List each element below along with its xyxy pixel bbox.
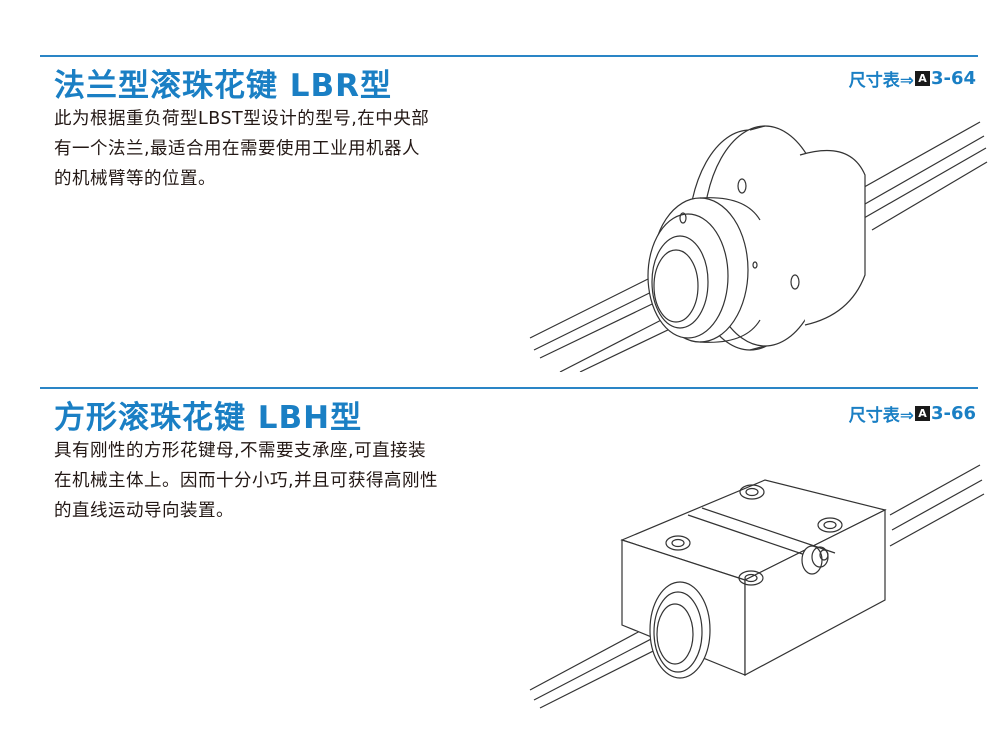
section-title: 法兰型滚珠花键 LBR型 [54, 68, 393, 104]
section-lbr: 法兰型滚珠花键 LBR型 尺寸表⇒ A 3-64 此为根据重负荷型LBST型设计… [40, 55, 988, 372]
desc-line: 在机械主体上。因而十分小巧,并且可获得高刚性 [54, 471, 439, 491]
desc-line: 此为根据重负荷型LBST型设计的型号,在中央部 [54, 109, 430, 129]
dimension-table-link[interactable]: 尺寸表⇒ A 3-64 [849, 66, 976, 91]
flange-ball-spline-illustration [529, 121, 988, 372]
ref-page: 3-64 [930, 68, 976, 89]
ref-prefix: 尺寸表⇒ [848, 71, 914, 91]
square-ball-spline-illustration [529, 464, 985, 709]
desc-line: 具有刚性的方形花键母,不需要支承座,可直接装 [54, 441, 427, 461]
ref-prefix: 尺寸表⇒ [848, 406, 914, 426]
section-lbh: 方形滚珠花键 LBH型 尺寸表⇒ A 3-66 具有刚性的方形花键母,不需要支承… [0, 372, 1007, 737]
ref-page: 3-66 [930, 403, 976, 424]
desc-line: 有一个法兰,最适合用在需要使用工业用机器人 [54, 139, 421, 159]
section-title: 方形滚珠花键 LBH型 [54, 400, 363, 436]
section-divider [40, 387, 978, 389]
section-divider [40, 55, 978, 57]
section-description: 具有刚性的方形花键母,不需要支承座,可直接装 在机械主体上。因而十分小巧,并且可… [54, 436, 514, 526]
desc-line: 的机械臂等的位置。 [54, 169, 216, 189]
desc-line: 的直线运动导向装置。 [54, 501, 234, 521]
a-badge-icon: A [914, 71, 930, 86]
section-description: 此为根据重负荷型LBST型设计的型号,在中央部 有一个法兰,最适合用在需要使用工… [54, 104, 514, 194]
dimension-table-link[interactable]: 尺寸表⇒ A 3-66 [849, 401, 976, 426]
a-badge-icon: A [914, 406, 930, 421]
